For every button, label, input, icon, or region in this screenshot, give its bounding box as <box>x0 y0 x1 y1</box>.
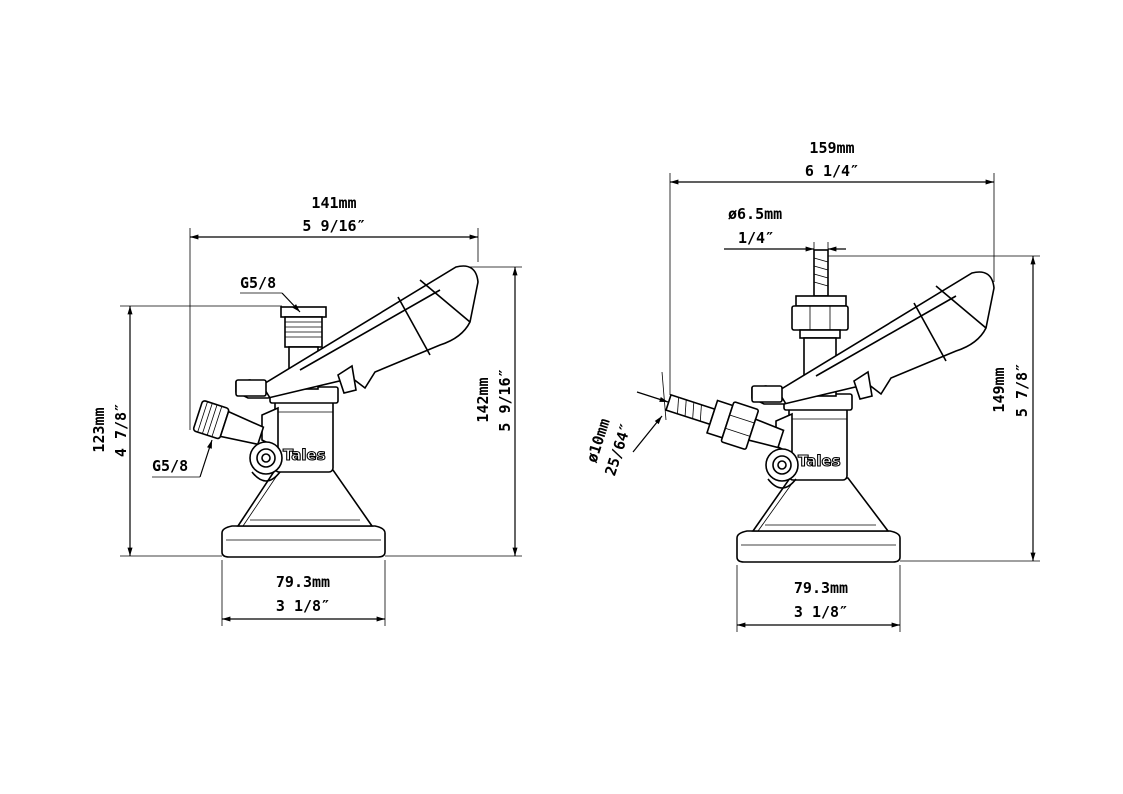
left-height-left-mm-label: 123mm <box>90 407 108 452</box>
right-side-hose-barb <box>665 393 785 450</box>
left-base-in-label: 3 1/8″ <box>276 597 330 615</box>
left-base-mm-label: 79.3mm <box>276 573 330 591</box>
right-width-dimension: 159mm 6 1/4″ <box>669 139 995 395</box>
left-width-mm-label: 141mm <box>311 194 356 212</box>
right-brand-logo: Tales <box>798 452 841 470</box>
left-view: Tales 141mm 5 9/16″ G5/8 <box>90 194 522 626</box>
left-top-thread-callout: G5/8 <box>240 274 301 313</box>
right-height-mm-label: 149mm <box>990 367 1008 412</box>
right-top-hose-mm-label: ø6.5mm <box>728 205 782 223</box>
right-lever-handle <box>751 271 995 405</box>
left-base-dimension: 79.3mm 3 1/8″ <box>221 560 386 626</box>
left-side-thread-callout: G5/8 <box>152 439 213 478</box>
left-height-left-dimension: 123mm 4 7/8″ <box>90 305 282 557</box>
left-width-dimension: 141mm 5 9/16″ <box>189 194 479 430</box>
right-height-in-label: 5 7/8″ <box>1013 363 1031 417</box>
left-width-in-label: 5 9/16″ <box>302 217 365 235</box>
left-side-thread <box>192 400 265 446</box>
left-height-right-in-label: 5 9/16″ <box>496 368 514 431</box>
left-top-thread-label: G5/8 <box>240 274 276 292</box>
right-view: Tales 159mm 6 1/4″ ø6.5mm 1/4″ <box>583 139 1040 632</box>
left-lever-handle <box>235 265 479 399</box>
right-relief-valve <box>765 448 799 489</box>
left-height-right-dimension: 142mm 5 9/16″ <box>385 266 522 557</box>
right-top-hose-in-label: 1/4″ <box>738 229 774 247</box>
left-coupler-body <box>261 386 339 473</box>
right-height-dimension: 149mm 5 7/8″ <box>828 255 1040 562</box>
right-side-hose-dimension: ø10mm 25/64″ <box>583 371 669 478</box>
right-base-mm-label: 79.3mm <box>794 579 848 597</box>
left-coupler-base <box>221 469 386 558</box>
right-base-in-label: 3 1/8″ <box>794 603 848 621</box>
left-relief-valve <box>249 441 283 482</box>
left-side-thread-label: G5/8 <box>152 457 188 475</box>
right-coupler-base <box>736 477 901 563</box>
left-brand-logo: Tales <box>283 446 326 464</box>
right-width-mm-label: 159mm <box>809 139 854 157</box>
right-top-hose-dimension: ø6.5mm 1/4″ <box>724 205 846 256</box>
right-base-dimension: 79.3mm 3 1/8″ <box>736 565 901 632</box>
right-width-in-label: 6 1/4″ <box>805 162 859 180</box>
left-height-left-in-label: 4 7/8″ <box>112 403 130 457</box>
left-height-right-mm-label: 142mm <box>474 377 492 422</box>
